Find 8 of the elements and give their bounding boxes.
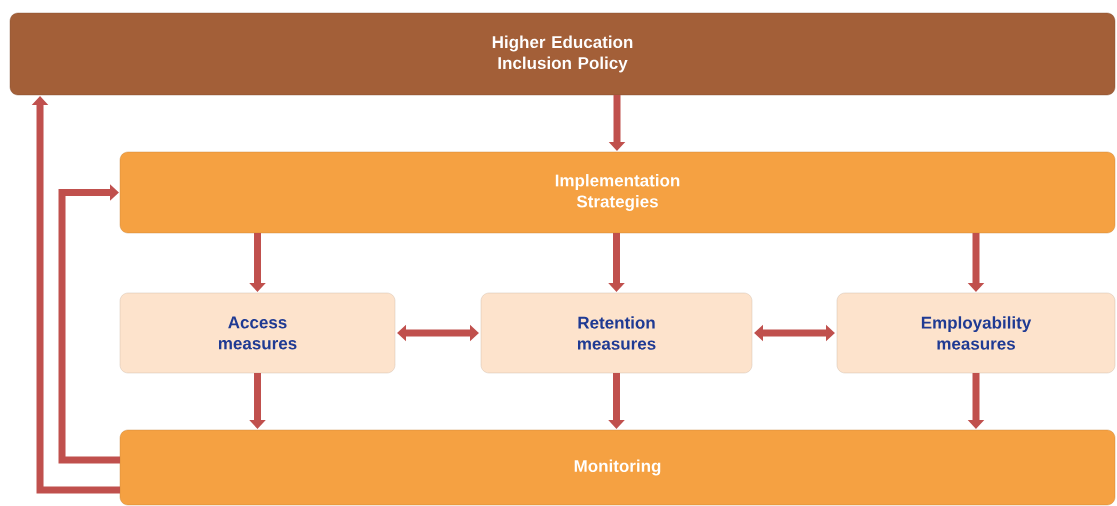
process-box: Implementation Strategies [119,151,1116,234]
policy-banner: Higher Education Inclusion Policy [9,12,1116,96]
process-box: Access measures [119,292,396,374]
process-box: Employability measures [836,292,1116,374]
process-box: Monitoring [119,429,1116,506]
arrow [754,324,835,342]
arrow [397,324,479,342]
process-box: Retention measures [480,292,753,374]
